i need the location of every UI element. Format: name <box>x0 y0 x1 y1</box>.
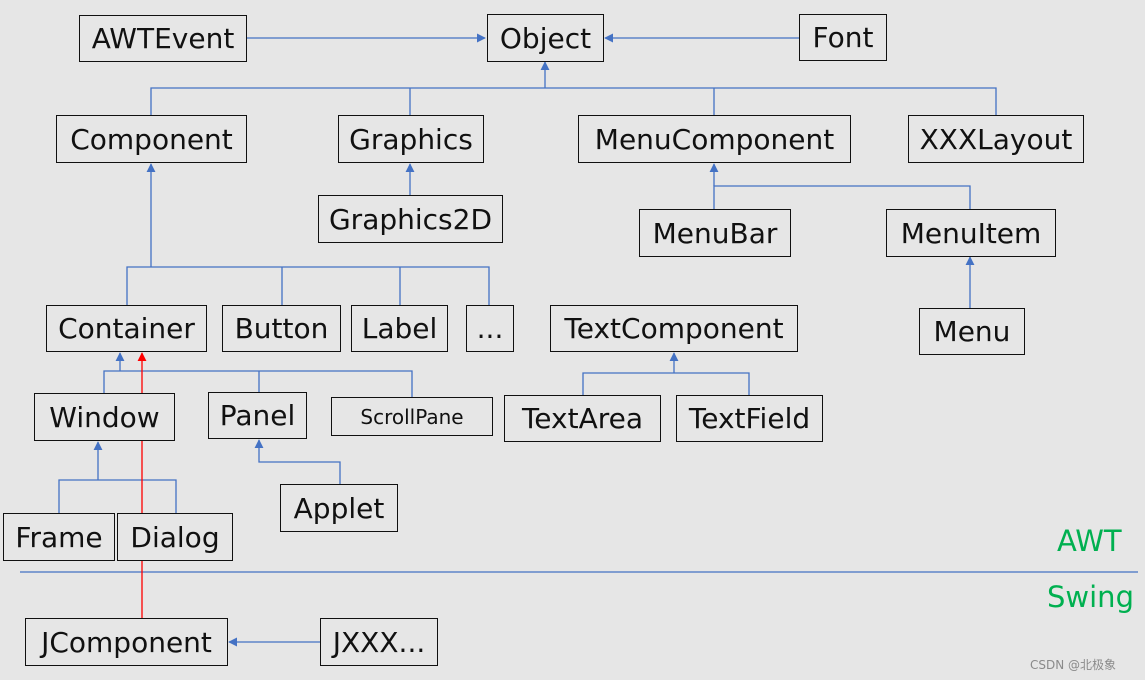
node-window: Window <box>34 393 175 441</box>
node-scrollpane: ScrollPane <box>331 397 493 436</box>
edge-applet-panel <box>254 439 341 484</box>
node-panel: Panel <box>208 392 307 439</box>
node-ellipsis: ... <box>466 305 514 352</box>
watermark: CSDN @北极象 <box>1030 658 1117 672</box>
node-textarea: TextArea <box>504 395 661 442</box>
node-textfield: TextField <box>676 395 823 442</box>
node-menubar: MenuBar <box>639 209 791 257</box>
node-jxxx: JXXX... <box>320 618 438 666</box>
node-frame: Frame <box>3 513 115 561</box>
edge-object-children <box>150 87 997 115</box>
node-awtevent: AWTEvent <box>79 15 247 62</box>
node-dialog: Dialog <box>117 513 233 561</box>
node-font: Font <box>799 14 887 61</box>
section-label-swing: Swing <box>1047 580 1134 614</box>
node-menuitem: MenuItem <box>886 209 1056 257</box>
node-container: Container <box>46 305 207 352</box>
node-menu: Menu <box>919 308 1025 355</box>
node-component: Component <box>56 115 247 163</box>
node-object: Object <box>487 14 604 62</box>
node-graphics2d: Graphics2D <box>318 195 503 243</box>
node-xxxlayout: XXXLayout <box>908 115 1084 163</box>
node-label: Label <box>351 305 448 352</box>
node-applet: Applet <box>280 484 398 532</box>
edge-window-children <box>58 479 177 513</box>
edge-component-children <box>126 266 490 305</box>
node-jcomponent: JComponent <box>25 618 228 666</box>
node-textcomponent: TextComponent <box>550 305 798 352</box>
edge-textcomponent-children <box>582 372 750 395</box>
section-label-awt: AWT <box>1057 524 1122 558</box>
node-menucomponent: MenuComponent <box>578 115 851 163</box>
node-button: Button <box>222 305 341 352</box>
edge-container-children <box>103 370 413 397</box>
edge-menucomponent-children <box>713 185 971 209</box>
node-graphics: Graphics <box>338 115 484 163</box>
